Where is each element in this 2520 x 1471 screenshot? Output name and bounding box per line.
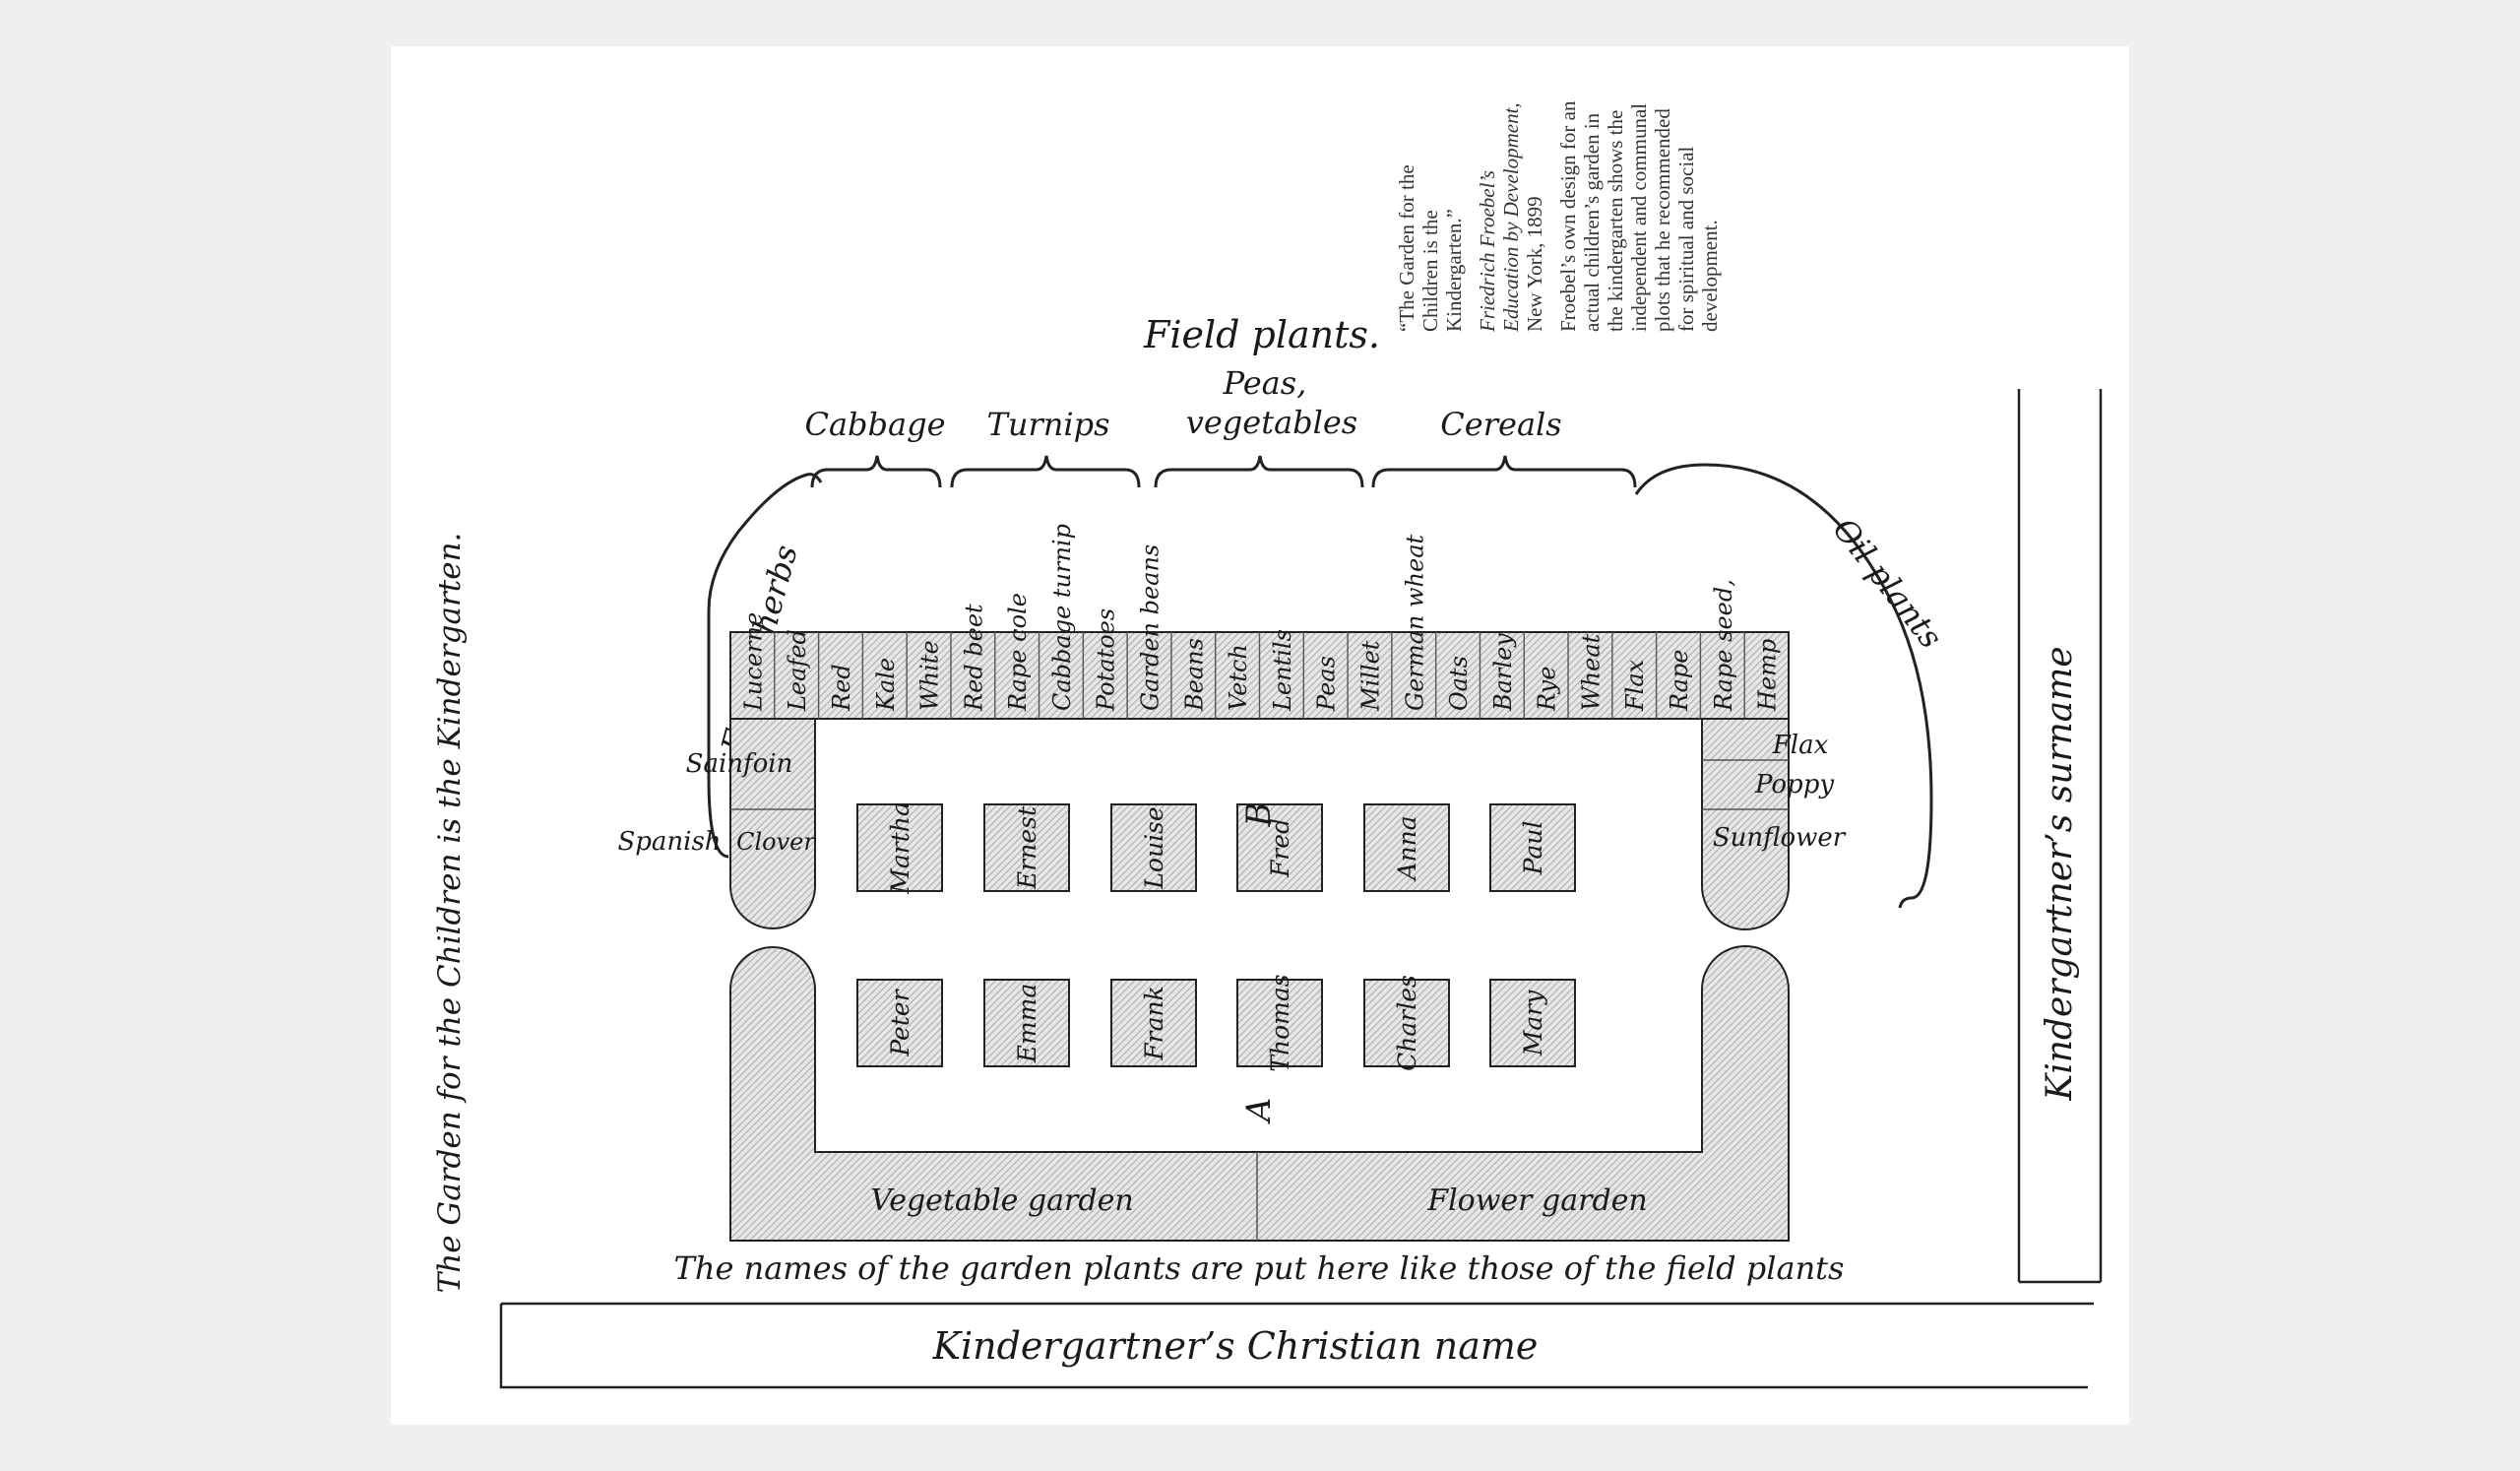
top-row-label: Lucerne [739, 612, 767, 712]
oil-plants-label: Oil plants [1826, 511, 1950, 656]
top-row-label: Rape [1666, 650, 1693, 713]
child-plot-name: Paul [1519, 821, 1547, 876]
top-row-label: Lentils [1269, 629, 1296, 712]
child-plot [983, 803, 1070, 892]
child-plot-name: Charles [1393, 975, 1421, 1071]
top-row-label: Flax [1621, 659, 1649, 712]
christian-name-label: Kindergartner’s Christian name [932, 1324, 1539, 1368]
child-plot [1363, 979, 1450, 1067]
brace-cabbage [810, 455, 942, 488]
top-row-label: Leafed [784, 629, 811, 712]
child-plot [1489, 803, 1576, 892]
names-note: The names of the garden plants are put h… [674, 1249, 1845, 1287]
garden-plan: Field plants. Cabbage Turnips Peas, vege… [432, 313, 2103, 1389]
top-row-label: Vetch [1225, 644, 1252, 711]
brace-fodder-herbs [707, 473, 823, 859]
top-row-label: Barley [1489, 633, 1517, 712]
right-side-flax: Flax [1772, 731, 1829, 760]
child-plot-name: Frank [1140, 986, 1168, 1060]
group-label-turnips: Turnips [987, 406, 1110, 443]
top-row-label: Kale [872, 658, 900, 712]
top-row-label: Millet [1356, 640, 1384, 712]
child-plot-name: Louise [1140, 806, 1168, 889]
child-plot [856, 979, 943, 1067]
letter-b: B [1239, 802, 1279, 828]
child-plot-name: Emma [1013, 984, 1041, 1064]
right-side-strip [1701, 718, 1790, 930]
vegetable-garden-label: Vegetable garden [870, 1183, 1133, 1218]
right-side-sunflower: Sunflower [1713, 823, 1847, 853]
group-label-peas-2: vegetables [1186, 404, 1357, 441]
child-plot [1363, 803, 1450, 892]
top-row-cells: Lucerne Leafed Red Kale White Red beet Rape co… [739, 524, 1782, 719]
top-row-label: Red beet [960, 604, 987, 712]
right-side-poppy: Poppy [1754, 770, 1834, 799]
top-row-label: Potatoes [1093, 608, 1120, 712]
letter-a: A [1239, 1098, 1279, 1125]
left-side-clover: Clover [736, 828, 816, 856]
group-label-cabbage: Cabbage [804, 406, 945, 443]
child-plot-name: Peter [886, 988, 914, 1056]
child-plot-name: Ernest [1013, 805, 1041, 890]
child-plot-name: Mary [1519, 990, 1547, 1056]
surname-label: Kindergartner’s surname [2040, 646, 2080, 1101]
bottom-garden-area [729, 945, 1790, 1242]
child-plot-name: Anna [1393, 815, 1421, 881]
top-row-label: Rye [1534, 667, 1561, 712]
side-title: The Garden for the Children is the Kinde… [432, 533, 468, 1294]
left-side-strip [729, 718, 816, 929]
child-plot [1236, 979, 1323, 1067]
left-side-sainfoin: Sainfoin [686, 749, 793, 779]
diagram-title: Field plants. [1143, 313, 1380, 356]
top-row-label: Beans [1180, 638, 1208, 712]
child-plot [856, 803, 943, 892]
book-page: “The Garden for the Children is the Kind… [391, 46, 2129, 1425]
top-row-label: Hemp [1754, 639, 1782, 712]
group-braces [810, 455, 1637, 488]
top-row-label: Rape seed, [1710, 579, 1737, 712]
child-plot-name: Thomas [1266, 974, 1294, 1071]
brace-oil-plants [1634, 463, 1933, 909]
surname-box [2017, 389, 2103, 1284]
christian-name-box [499, 1302, 2094, 1389]
child-plot [983, 979, 1070, 1067]
top-row-label: Oats [1445, 656, 1473, 711]
brace-cereals [1371, 455, 1637, 488]
flower-garden-label: Flower garden [1426, 1183, 1648, 1218]
child-plot-name: Fred [1266, 818, 1294, 878]
group-label-cereals: Cereals [1440, 406, 1561, 443]
child-plot [1489, 979, 1576, 1067]
top-row-label: Red [828, 664, 855, 712]
top-row-label: Garden beans [1137, 544, 1165, 711]
child-plot [1110, 803, 1197, 892]
top-row-label: Cabbage turnip [1048, 524, 1076, 711]
left-side-spanish: Spanish [617, 827, 721, 857]
top-row-label: Rape cole [1004, 593, 1032, 712]
top-row-label: Wheat [1577, 633, 1605, 711]
child-plot [1236, 803, 1323, 892]
group-label-peas-1: Peas, [1223, 364, 1307, 402]
top-row-label: Peas [1313, 656, 1341, 712]
child-plot [1110, 979, 1197, 1067]
brace-turnips [950, 455, 1141, 488]
brace-peas [1154, 455, 1364, 488]
top-row-label: White [916, 640, 944, 711]
child-plot-name: Martha [886, 801, 914, 895]
top-row-label: German wheat [1401, 534, 1428, 711]
